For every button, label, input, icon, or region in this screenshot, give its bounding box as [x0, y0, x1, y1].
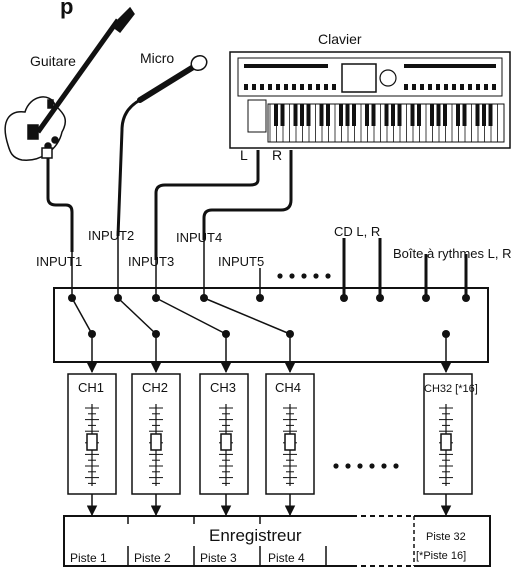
fader-strip — [265, 373, 315, 495]
drum-machine-label: Boîte à rythmes L, R — [393, 246, 512, 261]
ch1-label: CH1 — [78, 380, 104, 395]
input-jacks — [68, 294, 470, 302]
ch2-label: CH2 — [142, 380, 168, 395]
channel-strips — [67, 373, 473, 495]
microphone-icon — [137, 54, 208, 103]
keyboard-out-left-label: L — [240, 147, 248, 163]
more-inputs-ellipsis — [277, 273, 331, 279]
fader-strip — [423, 373, 473, 495]
mic-label: Micro — [140, 50, 174, 66]
routing-lines — [71, 297, 291, 335]
fader-knob — [440, 433, 452, 451]
ch32-label: CH32 [*16] — [424, 383, 478, 395]
input1-label: INPUT1 — [36, 254, 82, 269]
keyboard-controls — [244, 64, 496, 90]
track-1-label: Piste 1 — [70, 551, 107, 565]
ch3-label: CH3 — [210, 380, 236, 395]
input4-label: INPUT4 — [176, 230, 222, 245]
cd-label: CD L, R — [334, 224, 380, 239]
recorder-box — [63, 515, 491, 567]
cable-mic — [116, 98, 141, 237]
recorder-title: Enregistreur — [209, 526, 302, 545]
cable-keyboard-right — [202, 150, 293, 240]
fader-knob — [284, 433, 296, 451]
track-3-label: Piste 3 — [200, 551, 237, 565]
channel-assign-points — [88, 330, 450, 338]
input2-label: INPUT2 — [88, 228, 134, 243]
ch4-label: CH4 — [275, 380, 301, 395]
cable-guitar — [46, 158, 74, 252]
header-fragment: p — [60, 0, 73, 19]
keyboard-label: Clavier — [318, 31, 362, 47]
channel-arrows — [86, 334, 452, 374]
recorder-arrows — [86, 494, 452, 517]
cable-keyboard-left — [154, 150, 260, 260]
guitar-label: Guitare — [30, 53, 76, 69]
fader-knob — [220, 433, 232, 451]
fader-strip — [131, 373, 181, 495]
fader-strip — [67, 373, 117, 495]
keyboard-keys — [269, 104, 498, 142]
track-2-label: Piste 2 — [134, 551, 171, 565]
track-4-label: Piste 4 — [268, 551, 305, 565]
input5-label: INPUT5 — [218, 254, 264, 269]
more-channels-ellipsis — [333, 463, 399, 469]
guitar-icon — [4, 6, 135, 161]
fader-strip — [199, 373, 249, 495]
track-32-label: Piste 32 — [426, 531, 466, 543]
fader-knob — [86, 433, 98, 451]
mixer-routing-box — [53, 287, 489, 363]
keyboard-out-right-label: R — [272, 147, 282, 163]
fader-knob — [150, 433, 162, 451]
input3-label: INPUT3 — [128, 254, 174, 269]
input-cables — [46, 98, 468, 296]
track-16-alt-label: [*Piste 16] — [416, 550, 466, 562]
